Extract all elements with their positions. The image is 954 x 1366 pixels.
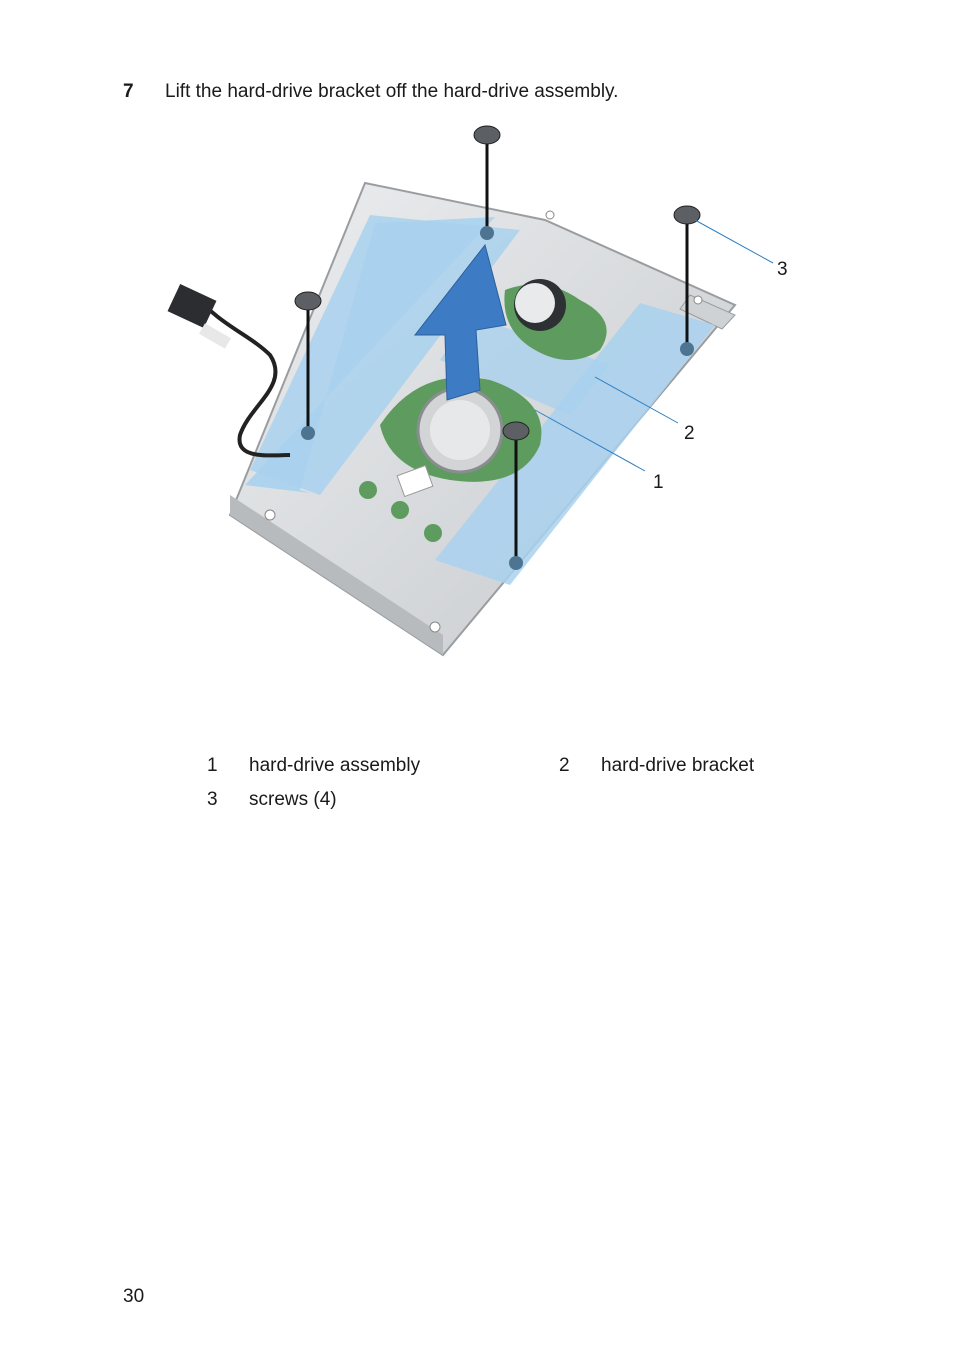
screw [673,205,701,356]
tape-strip [440,315,610,415]
hard-drive-assembly [359,279,607,542]
tape-strip [435,303,715,585]
legend-number: 2 [559,755,570,776]
drive-cable [167,283,291,458]
hard-drive-figure: 3 2 1 [150,115,810,675]
leader-line-1 [534,409,646,472]
legend-number: 3 [207,789,218,810]
leader-line-3 [694,219,774,264]
screw [294,291,322,440]
screw [473,125,501,240]
page-number: 30 [123,1286,145,1307]
legend-label: hard-drive assembly [249,755,421,776]
legend-number: 1 [207,755,218,776]
leader-line-2 [594,376,679,424]
screw [502,421,530,570]
legend-label: hard-drive bracket [601,755,755,776]
tape-strip [250,215,520,495]
lift-arrow [413,243,507,401]
step-instruction: Lift the hard-drive bracket off the hard… [165,81,619,102]
callout-2: 2 [684,423,695,444]
callout-3: 3 [777,259,788,280]
step-number: 7 [123,81,134,102]
callout-1: 1 [653,472,664,493]
legend-label: screws (4) [249,789,337,810]
